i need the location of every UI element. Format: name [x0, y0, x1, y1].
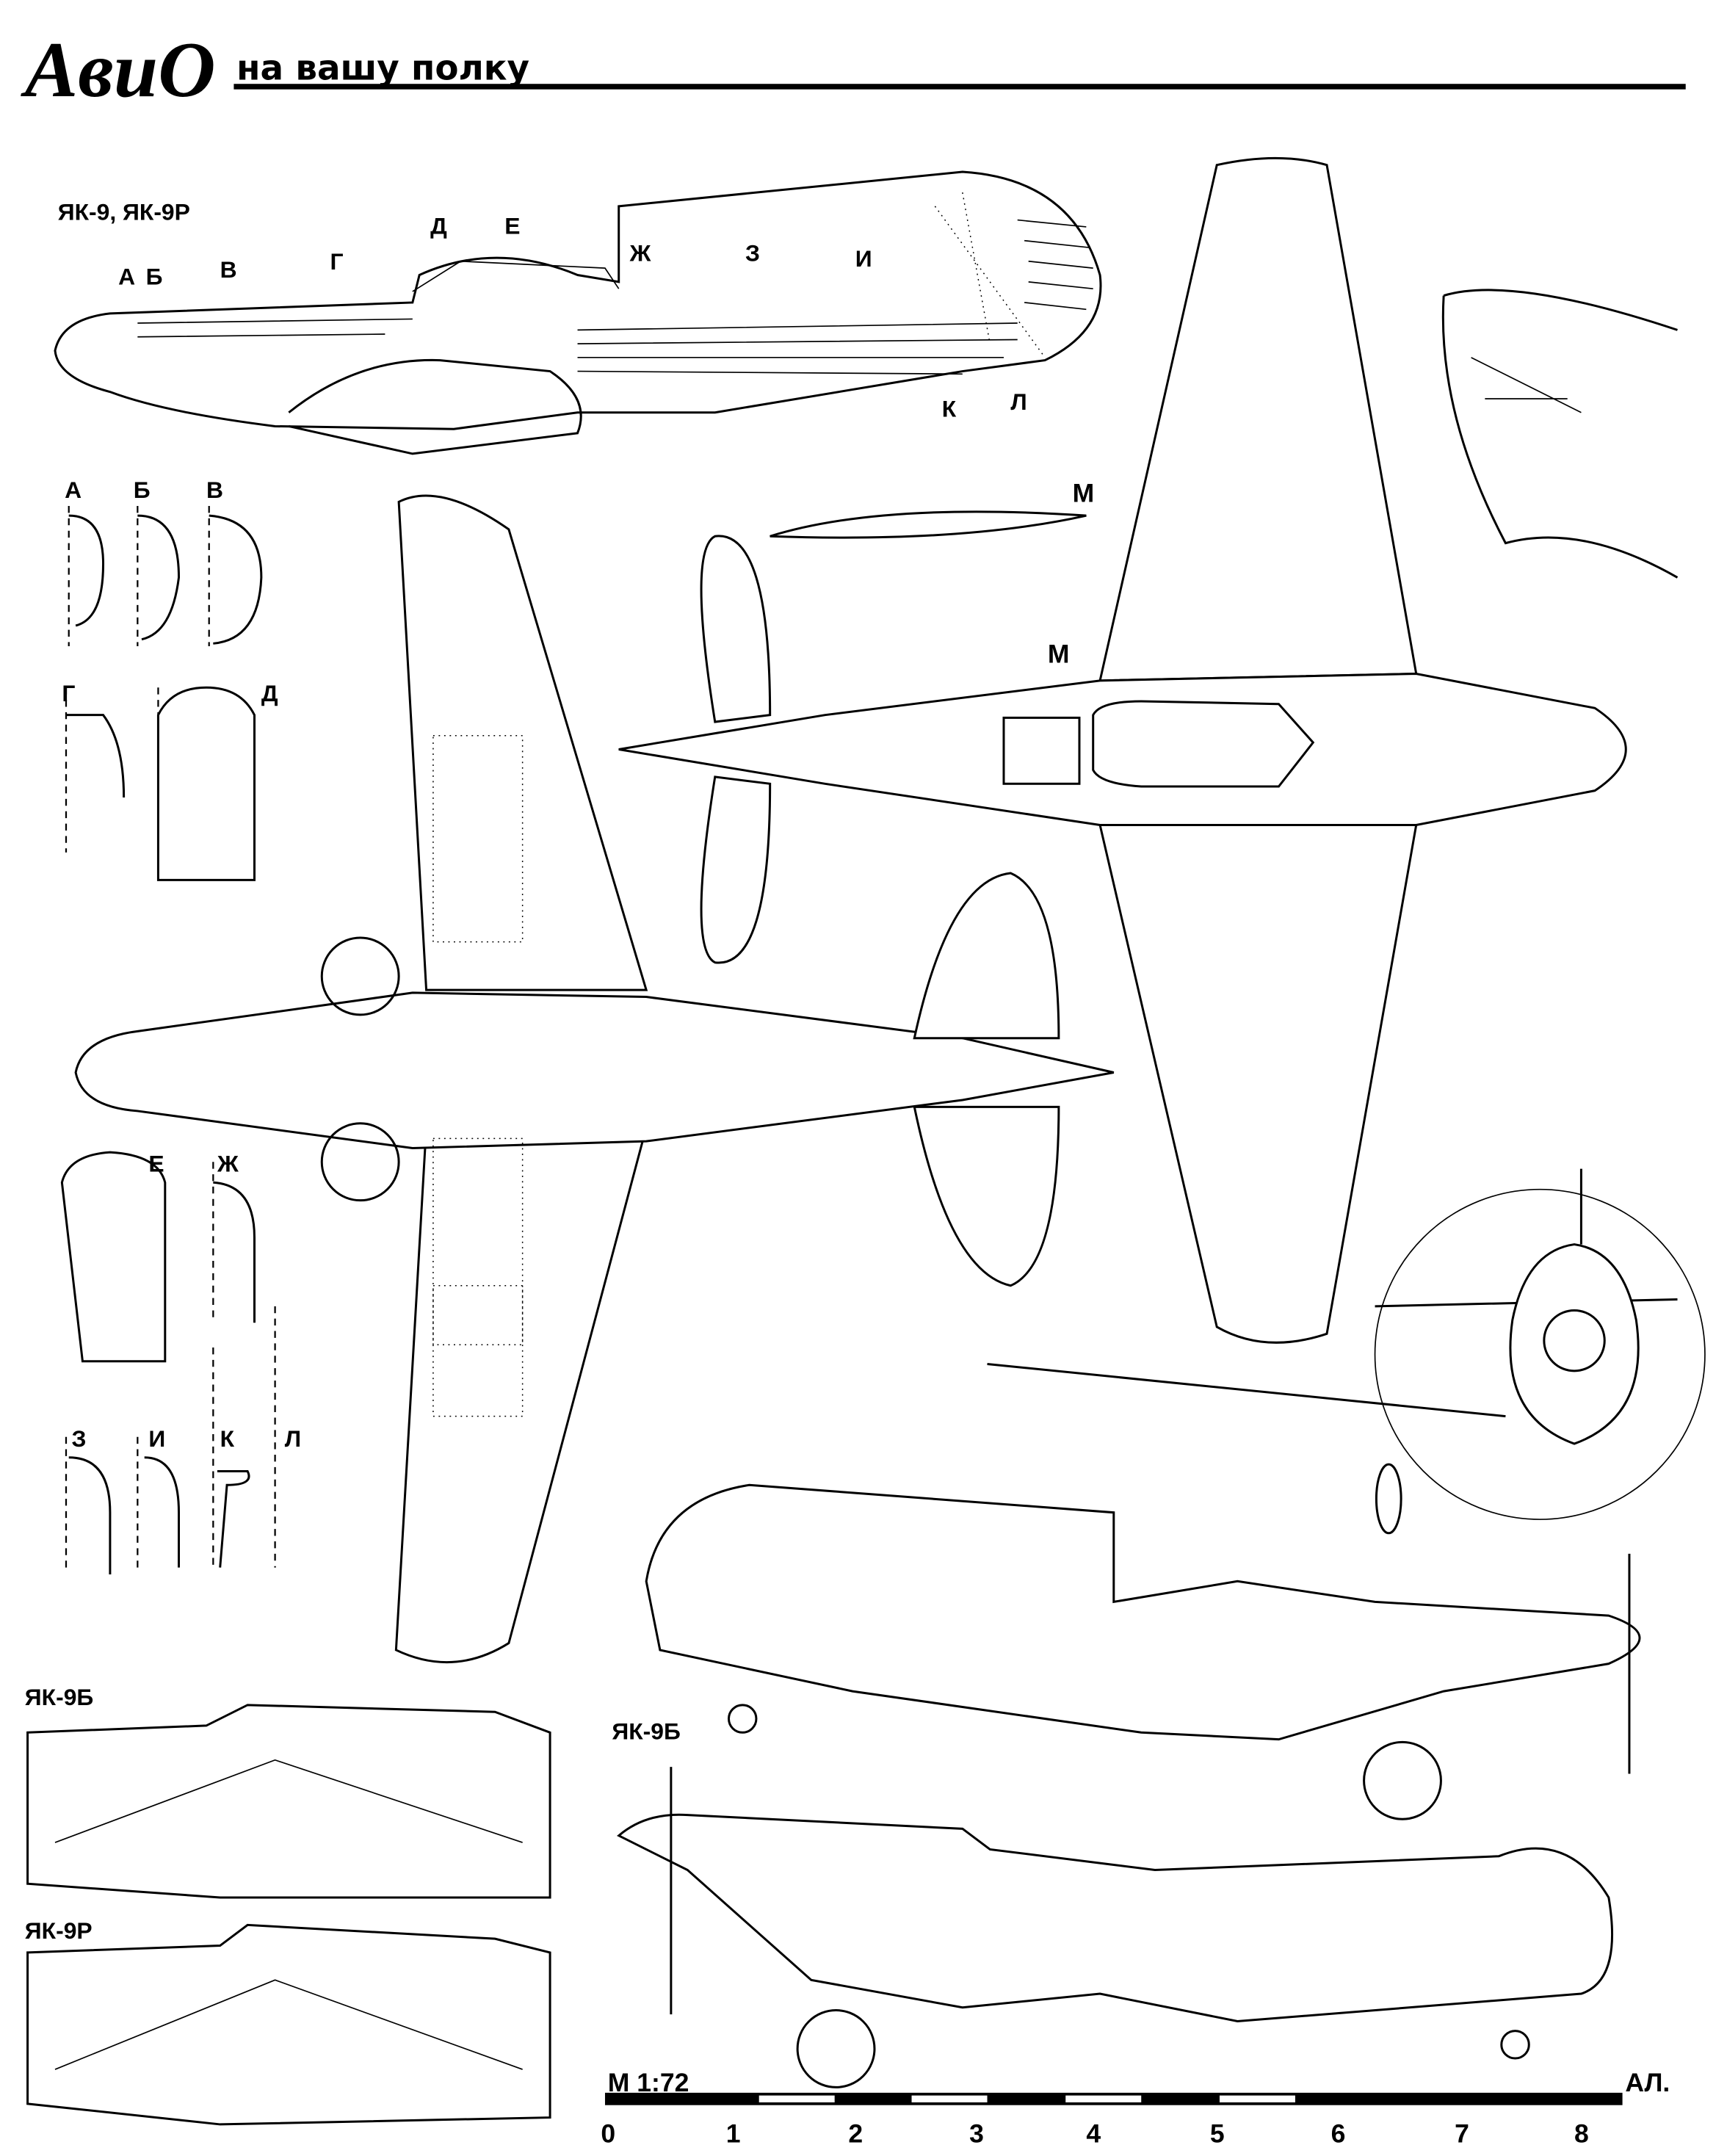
section-mark-d: Д [430, 212, 447, 239]
section-mark-g: Г [330, 248, 343, 275]
side-view-yak9b-1: ЯК-9Б [612, 1483, 1641, 1820]
scale-tick: 8 [1574, 2119, 1589, 2148]
scale-tick: 3 [969, 2119, 984, 2148]
section-k-label: К [220, 1425, 235, 1452]
front-view [987, 1168, 1706, 1535]
section-a-label: А [65, 477, 82, 503]
section-mark-l: Л [1010, 388, 1027, 415]
canopy-section-mark: М [1048, 640, 1070, 669]
scale-tick: 7 [1455, 2119, 1469, 2148]
header: АвиО на вашу полку [21, 26, 1686, 114]
scale-tick: 5 [1210, 2119, 1225, 2148]
scale-tick: 4 [1086, 2119, 1101, 2148]
section-l-label: Л [285, 1425, 301, 1452]
scale-label: М 1:72 [608, 2068, 689, 2097]
view-title-yak9: ЯК-9, ЯК-9Р [58, 199, 190, 225]
plan-view-top: М М [618, 156, 1627, 1344]
signature: АЛ. [1625, 2068, 1670, 2097]
canopy-label: М [1073, 478, 1095, 507]
section-mark-e: Е [504, 212, 520, 239]
header-rule [233, 84, 1686, 90]
section-zh-label: Ж [217, 1150, 239, 1176]
header-title: на вашу полку [236, 49, 529, 89]
detail-yak9r-title: ЯК-9Р [25, 1917, 93, 1944]
section-e-label: Е [148, 1150, 164, 1176]
scale-bar: М 1:72 АЛ. 0 1 2 3 4 5 6 7 8 [601, 2068, 1670, 2148]
section-mark-z: З [745, 240, 760, 267]
plan-view-bottom [74, 494, 1115, 1664]
section-g-label: Г [62, 680, 75, 706]
section-v-label: В [206, 477, 223, 503]
scale-tick: 2 [848, 2119, 863, 2148]
scale-tick: 6 [1331, 2119, 1346, 2148]
section-mark-b: Б [146, 264, 163, 290]
section-z-label: З [71, 1425, 86, 1452]
section-mark-zh: Ж [629, 240, 651, 267]
detail-yak9b-title: ЯК-9Б [25, 1684, 93, 1710]
cowling-detail [1441, 289, 1679, 579]
detail-cutaways: ЯК-9Б ЯК-9Р [25, 1684, 551, 2126]
section-mark-i: И [855, 245, 872, 272]
section-d-label: Д [261, 680, 278, 706]
cross-sections: А Б В Г Д Е Ж З И К Л [60, 477, 301, 1574]
section-i-label: И [148, 1425, 165, 1452]
section-mark-v: В [220, 256, 237, 283]
section-mark-k: К [942, 395, 957, 422]
scale-tick: 1 [726, 2119, 741, 2148]
section-b-label: Б [134, 477, 151, 503]
side-view-yak9b-title: ЯК-9Б [612, 1718, 680, 1745]
section-mark-a: А [118, 264, 135, 290]
scale-tick: 0 [601, 2119, 615, 2148]
logo: АвиО [21, 26, 216, 114]
side-view-yak9b-2 [617, 1767, 1614, 2088]
side-view-yak9: ЯК-9, ЯК-9Р А Б В Г Д Е Ж З И К Л [54, 170, 1102, 455]
